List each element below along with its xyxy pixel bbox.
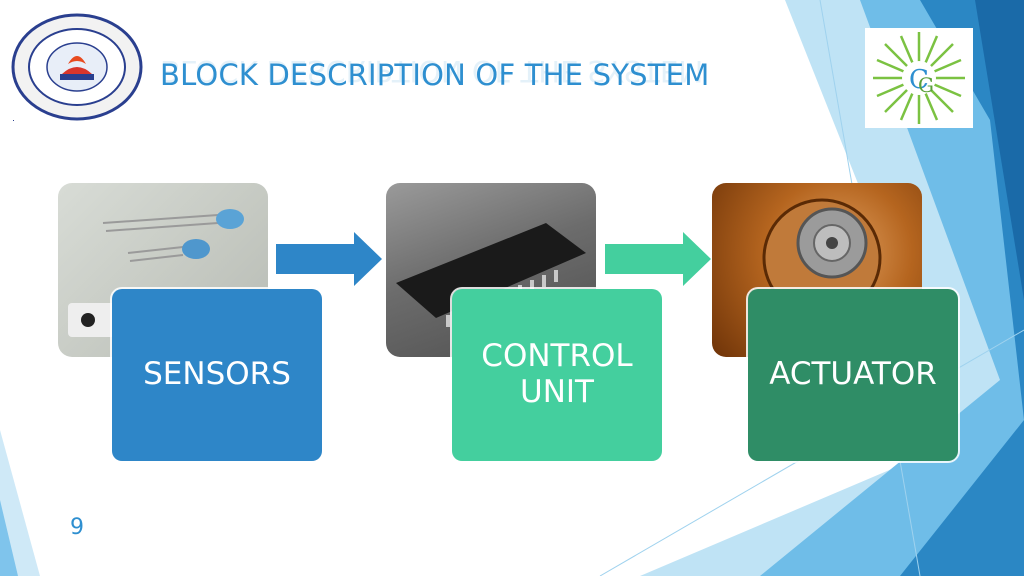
svg-text:G: G [918, 73, 934, 97]
arrow-sensors-to-control [276, 232, 382, 286]
page-number: 9 [70, 515, 84, 540]
sensors-block: SENSORS [112, 289, 322, 461]
arrow-control-to-actuator [605, 232, 711, 286]
control-unit-block: CONTROL UNIT [452, 289, 662, 461]
control-unit-label: CONTROL UNIT [481, 338, 633, 410]
actuator-label: ACTUATOR [769, 356, 937, 393]
right-deco-deep [975, 0, 1024, 300]
actuator-block: ACTUATOR [748, 289, 958, 461]
slide-title: BLOCK DESCRIPTION OF THE SYSTEM [160, 58, 710, 92]
right-deco-dark [900, 0, 1024, 576]
ir-sensors-image [68, 209, 244, 337]
green-burst-logo: C G [865, 28, 973, 128]
slide-title-reflection: BLOCK DESCRIPTION OF THE SYSTEM [160, 54, 704, 88]
right-deco-mid [760, 0, 1024, 576]
stepper-motor-image [762, 198, 882, 318]
sensors-label: SENSORS [143, 356, 291, 393]
left-bottom-deco [0, 430, 40, 576]
left-bottom-deco-2 [0, 500, 18, 576]
svg-text:C: C [909, 65, 929, 95]
college-seal-logo [11, 13, 143, 121]
